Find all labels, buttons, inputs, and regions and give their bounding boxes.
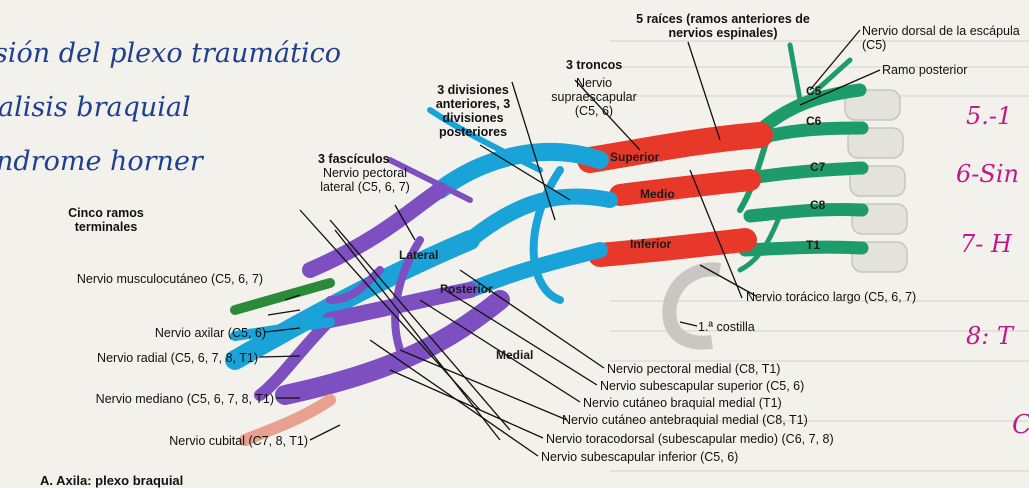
terminal-branches-header: Cinco ramos terminales — [68, 206, 144, 234]
lower-subscapular-label: Nervio subescapular inferior (C5, 6) — [541, 450, 738, 464]
anterior-divisions — [235, 110, 610, 360]
c5-label: C5 — [806, 84, 821, 98]
handwritten-note-3: ndrome horner — [0, 146, 203, 177]
dorsal-scapular-label: Nervio dorsal de la escápula (C5) — [862, 24, 1029, 52]
handwritten-note-2: alisis braquial — [0, 92, 191, 123]
medial-pectoral-label: Nervio pectoral medial (C8, T1) — [607, 362, 780, 376]
posterior-branch-label: Ramo posterior — [882, 63, 967, 77]
upper-subscapular-label: Nervio subescapular superior (C5, 6) — [600, 379, 804, 393]
handwritten-note-1: sión del plexo traumático — [0, 38, 341, 69]
medial-cord-label: Medial — [496, 348, 533, 362]
posterior-cord-label: Posterior — [440, 282, 493, 296]
fascicles-header: 3 fascículos — [318, 152, 390, 166]
t1-label: T1 — [806, 238, 820, 252]
long-thoracic-label: Nervio torácico largo (C5, 6, 7) — [746, 290, 916, 304]
c6-label: C6 — [806, 114, 821, 128]
middle-trunk-label: Medio — [640, 187, 675, 201]
roots — [740, 45, 862, 270]
axillary-label: Nervio axilar (C5, 6) — [30, 326, 266, 340]
handwritten-number-8: 8: T — [966, 322, 1013, 350]
handwritten-letter: C — [1012, 410, 1029, 440]
ulnar-label: Nervio cubital (C7, 8, T1) — [60, 434, 308, 448]
medial-brachial-cutaneous-label: Nervio cutáneo braquial medial (T1) — [583, 396, 782, 410]
medial-antebrachial-cutaneous-label: Nervio cutáneo antebraquial medial (C8, … — [562, 413, 808, 427]
lateral-cord-label: Lateral — [399, 248, 438, 262]
superior-trunk-label: Superior — [610, 150, 659, 164]
handwritten-number-5: 5.-1 — [966, 102, 1012, 130]
handwritten-number-7: 7- H — [960, 230, 1012, 258]
handwritten-number-6: 6-Sin — [956, 160, 1019, 188]
inferior-trunk-label: Inferior — [630, 237, 671, 251]
thoracodorsal-label: Nervio toracodorsal (subescapular medio)… — [546, 432, 834, 446]
suprascapular-label: Nervio supraescapular (C5, 6) — [544, 76, 644, 118]
median-label: Nervio mediano (C5, 6, 7, 8, T1) — [0, 392, 274, 406]
divisions-header: 3 divisiones anteriores, 3 divisiones po… — [408, 83, 538, 139]
trunks-header: 3 troncos — [566, 58, 622, 72]
roots-header: 5 raíces (ramos anteriores de nervios es… — [628, 12, 818, 40]
musculocutaneous-label: Nervio musculocutáneo (C5, 6, 7) — [70, 272, 270, 286]
first-rib-label: 1.ª costilla — [698, 320, 755, 334]
c7-label: C7 — [810, 160, 825, 174]
figure-caption: A. Axila: plexo braquial — [40, 474, 183, 488]
c8-label: C8 — [810, 198, 825, 212]
radial-label: Nervio radial (C5, 6, 7, 8, T1) — [0, 351, 258, 365]
lateral-pectoral-label: Nervio pectoral lateral (C5, 6, 7) — [310, 166, 420, 194]
